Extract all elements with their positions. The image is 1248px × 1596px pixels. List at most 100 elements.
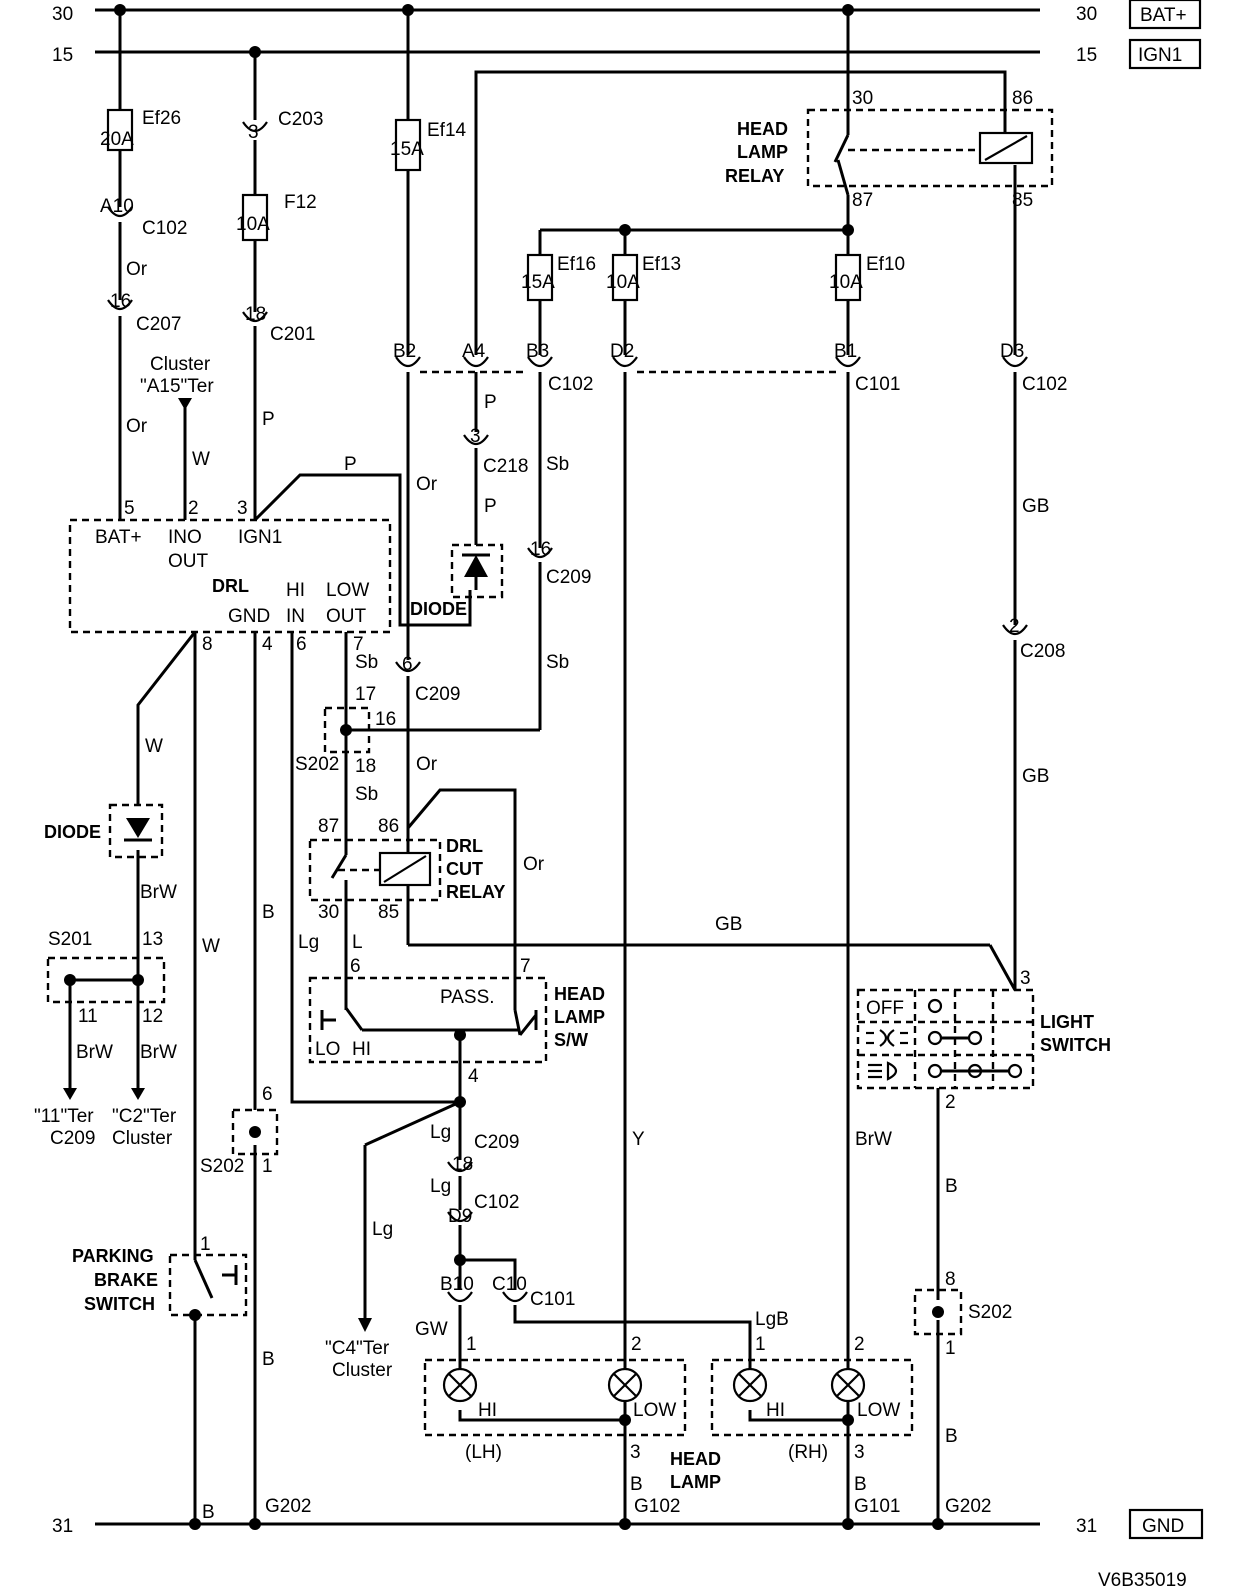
wire-p-4: P	[484, 496, 497, 517]
c209-label-a: C209	[546, 567, 591, 588]
rail-31-right: 31	[1076, 1516, 1097, 1537]
s201-pin-11: 11	[78, 1006, 98, 1027]
ground-g202-b: G202	[945, 1496, 991, 1517]
s202-mid: 6 1 S202	[200, 1084, 279, 1177]
drl-name: DRL	[212, 576, 249, 596]
diode-top-label: DIODE	[410, 599, 467, 619]
wire-lg-1: Lg	[298, 932, 319, 953]
wire-brw-1: BrW	[140, 882, 177, 903]
light-switch-pin-3: 3	[1020, 968, 1031, 989]
s202-mid-pin-6: 6	[262, 1084, 273, 1105]
s201: S201 13 11 12	[46, 929, 166, 1027]
connector-labels: 3 C203 A10 C102 16 C207 18 C201 B2 A4 B3…	[100, 109, 1067, 1310]
rh-tag: (RH)	[788, 1442, 828, 1463]
headlamp-switch: 6 7 PASS. LO HI 4 HEAD LAMP S/W	[308, 956, 605, 1087]
headlamp-relay-pin-30: 30	[852, 88, 873, 109]
s202-mid-pin-1: 1	[262, 1156, 273, 1177]
wire-b-3: B	[262, 1349, 275, 1370]
wire-sb-1: Sb	[546, 454, 569, 475]
fuse-ef26-rating: 20A	[100, 129, 134, 150]
c102-d3: D3	[1000, 341, 1024, 362]
left-references: "11"Ter C209 "C2"Ter Cluster	[34, 1088, 177, 1149]
s202-top-pin-16: 16	[375, 709, 396, 730]
c4-ref-line1: "C4"Ter	[325, 1338, 390, 1359]
c102-b2: B2	[393, 341, 416, 362]
s202-mid-name: S202	[200, 1156, 244, 1177]
ground-g101: G101	[854, 1496, 900, 1517]
fuse-ef16-name: Ef16	[557, 254, 596, 275]
c209-pin-18: 18	[452, 1154, 473, 1175]
c101-label-b: C101	[530, 1289, 575, 1310]
fuse-ef10-rating: 10A	[829, 272, 863, 293]
wire-w-1: W	[192, 449, 210, 470]
light-switch: OFF 3 2 LIGHT SWITCH	[856, 968, 1111, 1113]
drl-cut-title-2: CUT	[446, 859, 483, 879]
wire-gb-2: GB	[1022, 766, 1049, 787]
drl-bat: BAT+	[95, 527, 142, 548]
parking-light-icon	[866, 1029, 908, 1047]
rh-hi: HI	[766, 1400, 785, 1421]
light-switch-pin-2: 2	[945, 1092, 956, 1113]
s202-top-pin-18: 18	[355, 756, 376, 777]
lh-pin-3: 3	[630, 1442, 641, 1463]
lamp-bulb-icon	[732, 1367, 768, 1403]
headlamp-relay-title-1: HEAD	[737, 119, 788, 139]
ref-11ter: "11"Ter	[34, 1106, 94, 1127]
c102-label-d: C102	[474, 1192, 519, 1213]
fuse-ef16-rating: 15A	[521, 272, 555, 293]
wire-b-7: B	[202, 1502, 215, 1523]
wire-p-3: P	[484, 392, 497, 413]
hl-switch-hi: HI	[352, 1039, 371, 1060]
drl-out: OUT	[168, 551, 209, 572]
c201-label: C201	[270, 324, 315, 345]
s202-right-pin-8: 8	[945, 1269, 956, 1290]
ground-g102: G102	[634, 1496, 680, 1517]
lamp-bulb-icon	[607, 1367, 643, 1403]
wire-or-3: Or	[416, 474, 438, 495]
drl-lowout: OUT	[326, 606, 367, 627]
headlamp-relay-pin-87: 87	[852, 190, 873, 211]
cluster-a15-line2: "A15"Ter	[140, 376, 214, 397]
c201-pin: 18	[245, 304, 266, 325]
parking-brake-pin-1: 1	[200, 1234, 211, 1255]
wire-or-4: Or	[416, 754, 438, 775]
wire-b-2: B	[945, 1176, 958, 1197]
wire-b-6: B	[854, 1474, 867, 1495]
drl-cut-pin-85: 85	[378, 902, 399, 923]
wire-p-2: P	[344, 454, 357, 475]
fuse-ef14-rating: 15A	[390, 139, 424, 160]
fuse-ef10: Ef10 10A	[829, 253, 905, 302]
c4-ref-line2: Cluster	[332, 1360, 393, 1381]
s202-top: 17 16 18 S202	[295, 684, 396, 777]
drl-cut-pin-86: 86	[378, 816, 399, 837]
c208-label: C208	[1020, 641, 1065, 662]
rail-15-left: 15	[52, 45, 73, 66]
wire-labels: Or Or P W P P P Sb Or GB Sb Sb Or Sb Or …	[76, 259, 1049, 1523]
wire-or-1: Or	[126, 259, 148, 280]
hl-switch-pin-7: 7	[520, 956, 531, 977]
headlamp-relay-pin-85: 85	[1012, 190, 1033, 211]
wire-lgb: LgB	[755, 1309, 789, 1330]
headlight-icon	[868, 1061, 898, 1081]
drl-cut-relay: 87 86 30 85 DRL CUT RELAY	[308, 816, 505, 923]
hl-switch-title-2: LAMP	[554, 1007, 605, 1027]
drl-pin-6: 6	[296, 634, 307, 655]
lamp-bulb-icon	[442, 1367, 478, 1403]
lamp-bulb-icon	[830, 1367, 866, 1403]
light-switch-title-1: LIGHT	[1040, 1012, 1094, 1032]
drl-cut-pin-30: 30	[318, 902, 339, 923]
gnd-label: GND	[1142, 1516, 1184, 1537]
c102-label-c: C102	[1022, 374, 1067, 395]
c203-pin: 3	[248, 122, 259, 143]
fuse-f12: F12 10A	[236, 192, 317, 242]
hl-switch-lo: LO	[315, 1039, 340, 1060]
wire-brw-4: BrW	[855, 1129, 892, 1150]
headlamp-lh: 1 2 HI LOW (LH) 3	[423, 1334, 687, 1463]
c208-pin: 2	[1009, 616, 1020, 637]
rail-30-right: 30	[1076, 4, 1097, 25]
wire-gb-1: GB	[1022, 496, 1049, 517]
s201-name: S201	[48, 929, 92, 950]
fuse-ef14: Ef14 15A	[390, 118, 467, 172]
c207-label: C207	[136, 314, 181, 335]
fuse-ef13: Ef13 10A	[606, 253, 681, 302]
